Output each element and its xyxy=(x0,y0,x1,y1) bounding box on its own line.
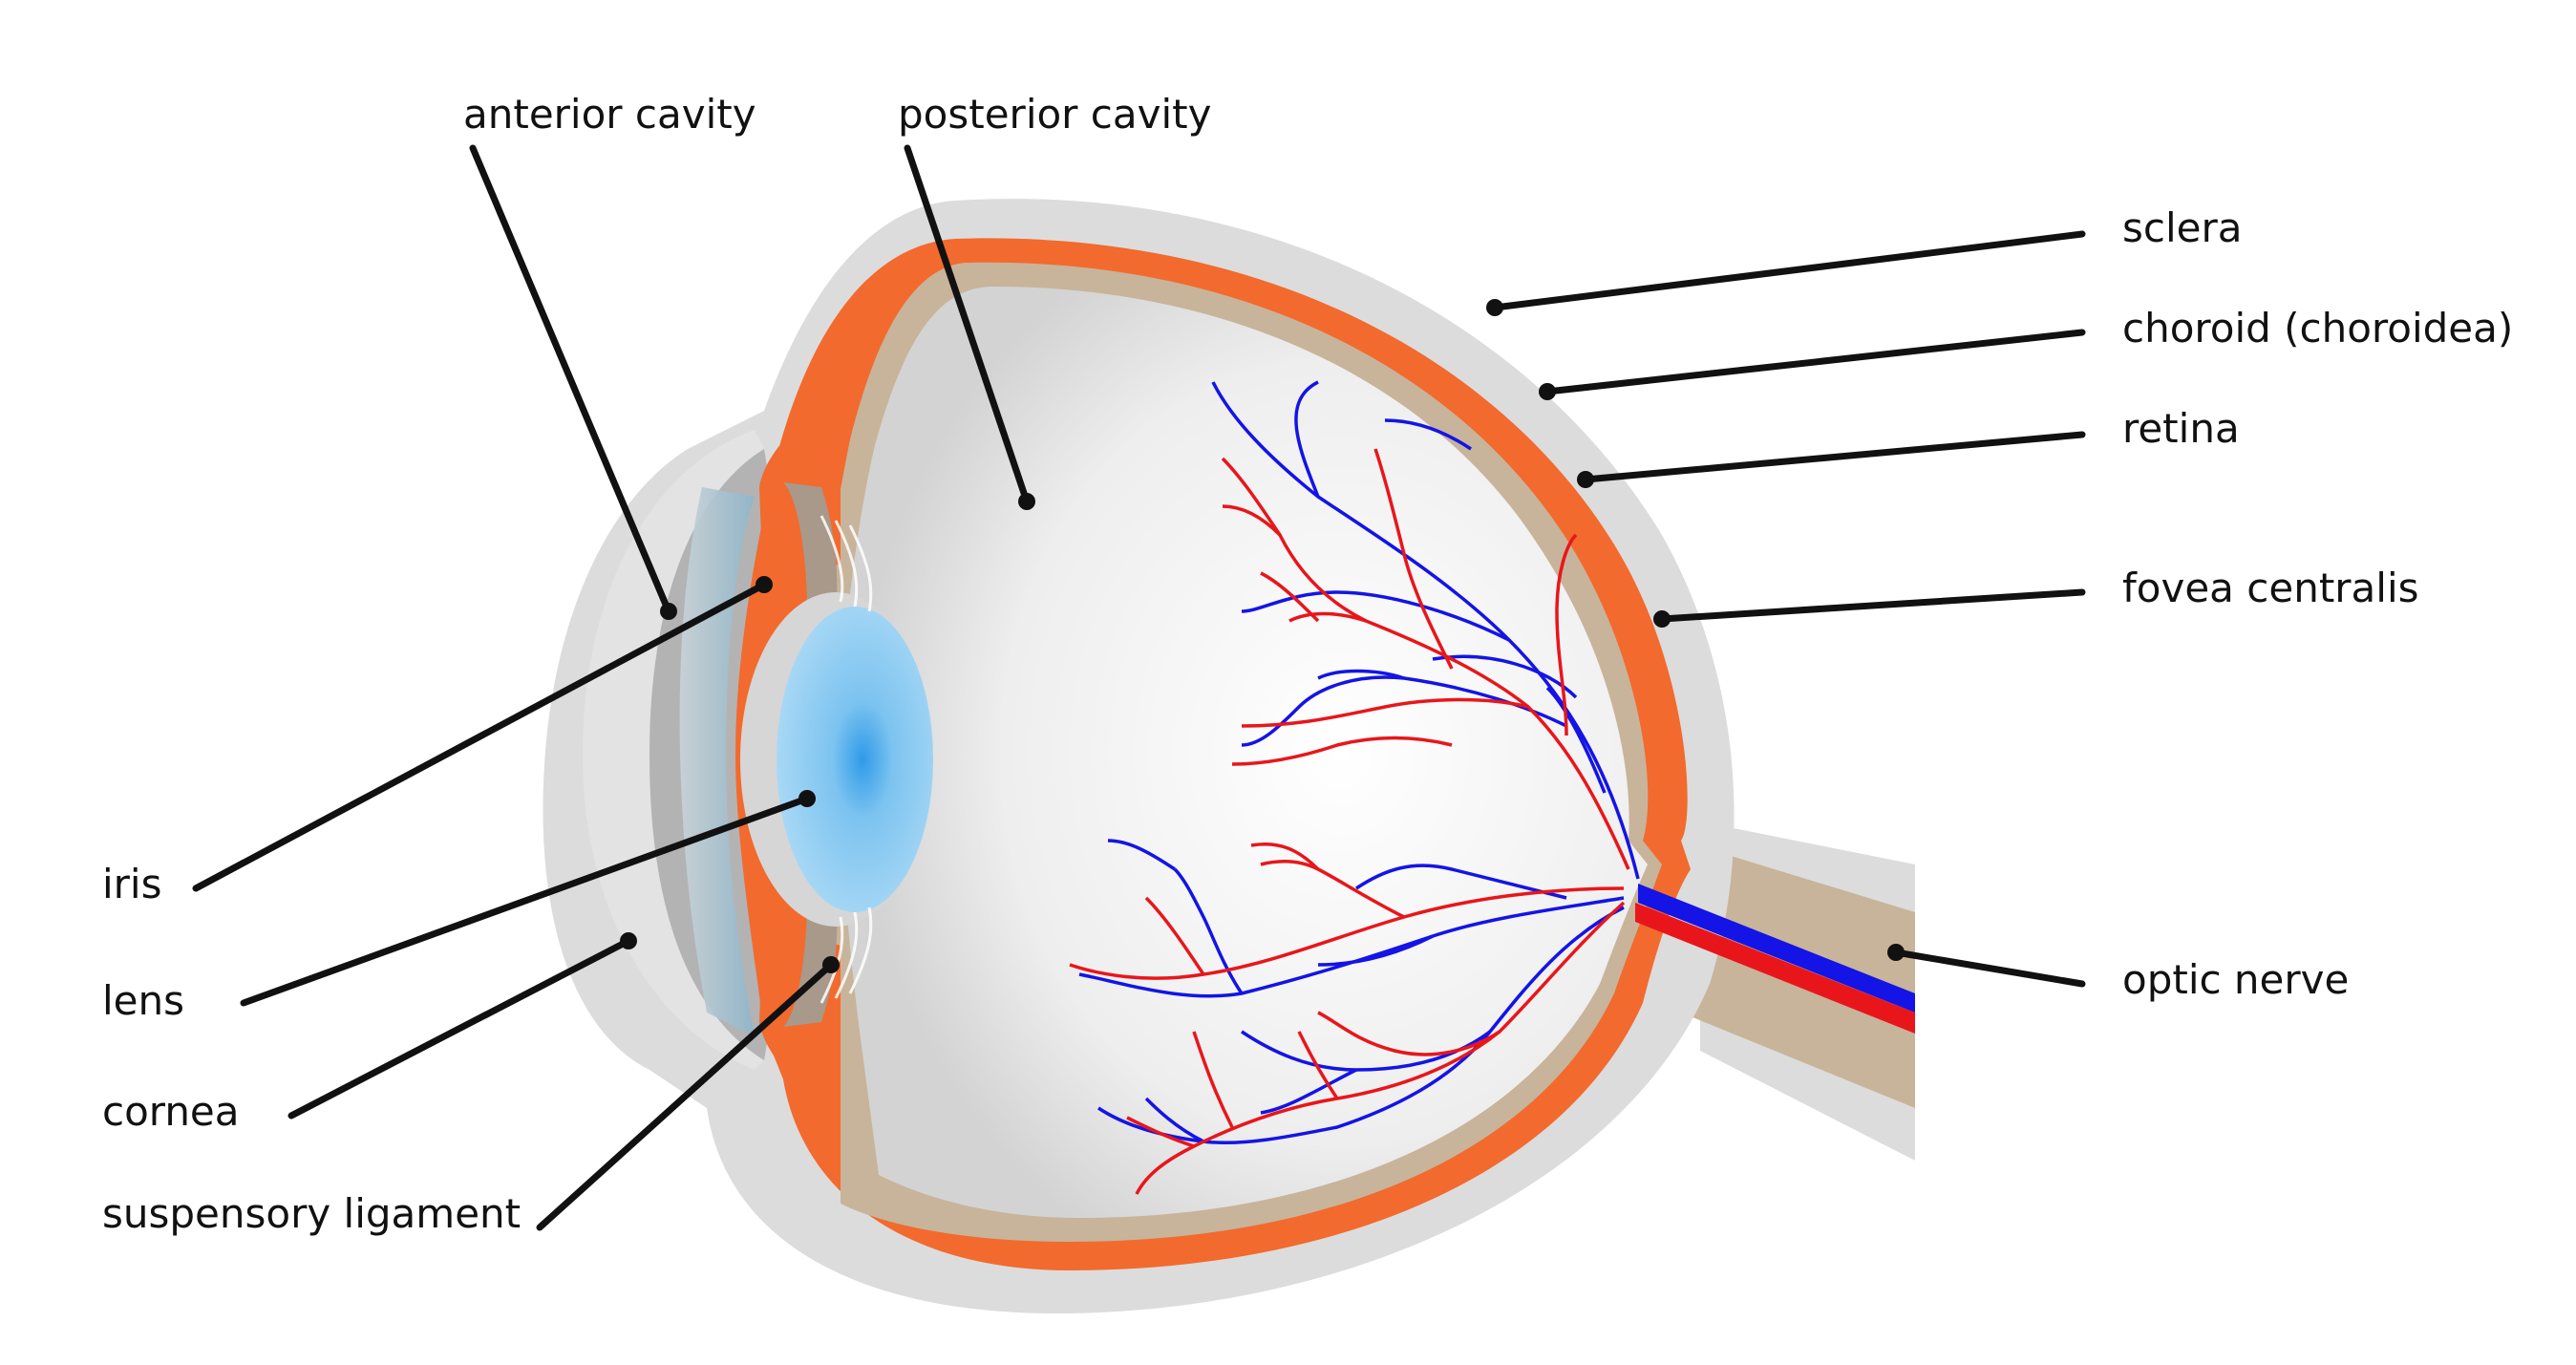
label-anterior-cavity: anterior cavity xyxy=(463,91,756,138)
leader-cornea xyxy=(287,937,632,1120)
leader-anterior-cavity xyxy=(469,144,672,615)
dot-sclera xyxy=(1486,299,1503,316)
leader-lens xyxy=(240,795,811,1007)
dot-optic-nerve xyxy=(1887,944,1905,961)
leader-choroid xyxy=(1543,329,2086,395)
label-posterior-cavity: posterior cavity xyxy=(898,91,1211,138)
leader-lines xyxy=(192,144,2086,1231)
dot-fovea-centralis xyxy=(1653,610,1671,628)
label-optic-nerve: optic nerve xyxy=(2122,956,2349,1003)
optic-nerve-vein xyxy=(1638,884,1915,1013)
leader-iris xyxy=(192,581,768,892)
iris-upper xyxy=(783,482,838,611)
iris-lower xyxy=(783,898,838,1027)
cornea-inner xyxy=(679,487,755,1036)
dot-posterior-cavity xyxy=(1018,493,1035,510)
label-choroid: choroid (choroidea) xyxy=(2122,305,2513,352)
leader-suspensory-ligament xyxy=(536,961,835,1231)
dot-suspensory-ligament xyxy=(822,956,840,973)
leader-retina xyxy=(1582,431,2086,483)
leader-posterior-cavity xyxy=(904,144,1031,505)
label-sclera: sclera xyxy=(2122,204,2243,251)
dot-retina xyxy=(1577,471,1594,488)
label-lens: lens xyxy=(102,977,184,1024)
dot-cornea xyxy=(620,932,637,949)
retinal-arteries xyxy=(1069,448,1630,1195)
dot-anterior-cavity xyxy=(660,603,677,620)
optic-nerve-artery xyxy=(1635,903,1915,1034)
label-cornea: cornea xyxy=(102,1088,240,1135)
label-iris: iris xyxy=(102,861,162,907)
cornea-shape xyxy=(583,430,764,1070)
labels: anterior cavity posterior cavity sclera … xyxy=(102,91,2513,1237)
leader-optic-nerve xyxy=(1892,949,2086,988)
lens-body xyxy=(777,607,933,912)
leader-sclera xyxy=(1491,230,2086,311)
dot-choroid xyxy=(1539,383,1556,400)
leader-fovea-centralis xyxy=(1658,588,2086,623)
label-fovea-centralis: fovea centralis xyxy=(2122,565,2419,611)
suspensory-ligament-fibers xyxy=(820,515,873,1004)
dot-iris xyxy=(756,576,773,593)
label-retina: retina xyxy=(2122,405,2240,452)
label-suspensory-ligament: suspensory ligament xyxy=(102,1190,521,1237)
dot-lens xyxy=(798,790,816,807)
vitreous-body xyxy=(841,287,1648,1218)
